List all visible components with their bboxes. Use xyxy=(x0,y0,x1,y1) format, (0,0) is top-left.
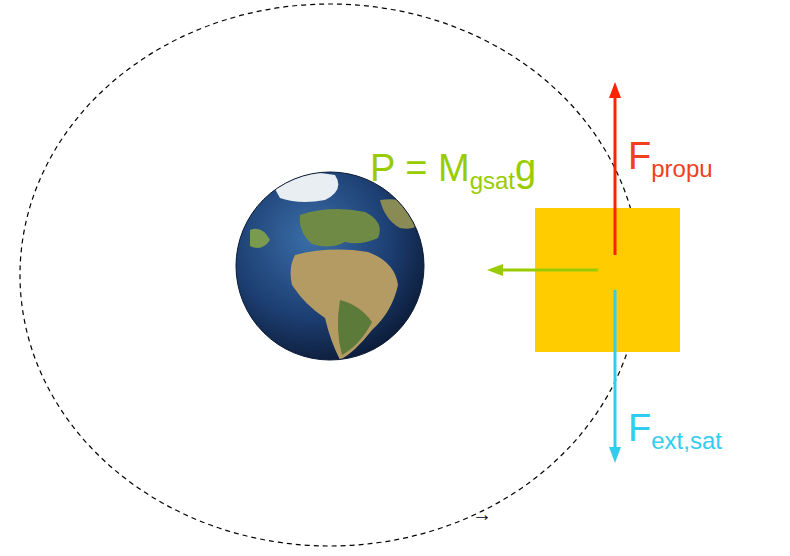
satellite-box xyxy=(535,208,680,352)
force-symbol: g xyxy=(515,148,536,190)
force-symbol: F xyxy=(628,136,651,178)
propulsion-arrow xyxy=(609,82,621,255)
propulsion-label: Fpropu xyxy=(628,136,713,178)
earth-globe xyxy=(236,172,425,360)
vector-symbol: → xyxy=(472,503,492,525)
subscript: propu xyxy=(651,156,712,182)
weight-label: P = Mgsatg xyxy=(370,148,536,190)
force-symbol: P = M xyxy=(370,148,470,190)
subscript: gsat xyxy=(470,168,515,194)
external-force-label: Fext,sat xyxy=(628,408,722,450)
subscript: ext,sat xyxy=(651,428,722,454)
force-symbol: F xyxy=(628,408,651,450)
vector-arrow-label: → xyxy=(472,503,492,525)
weight-arrow xyxy=(487,264,598,276)
external-force-arrow xyxy=(609,290,621,463)
